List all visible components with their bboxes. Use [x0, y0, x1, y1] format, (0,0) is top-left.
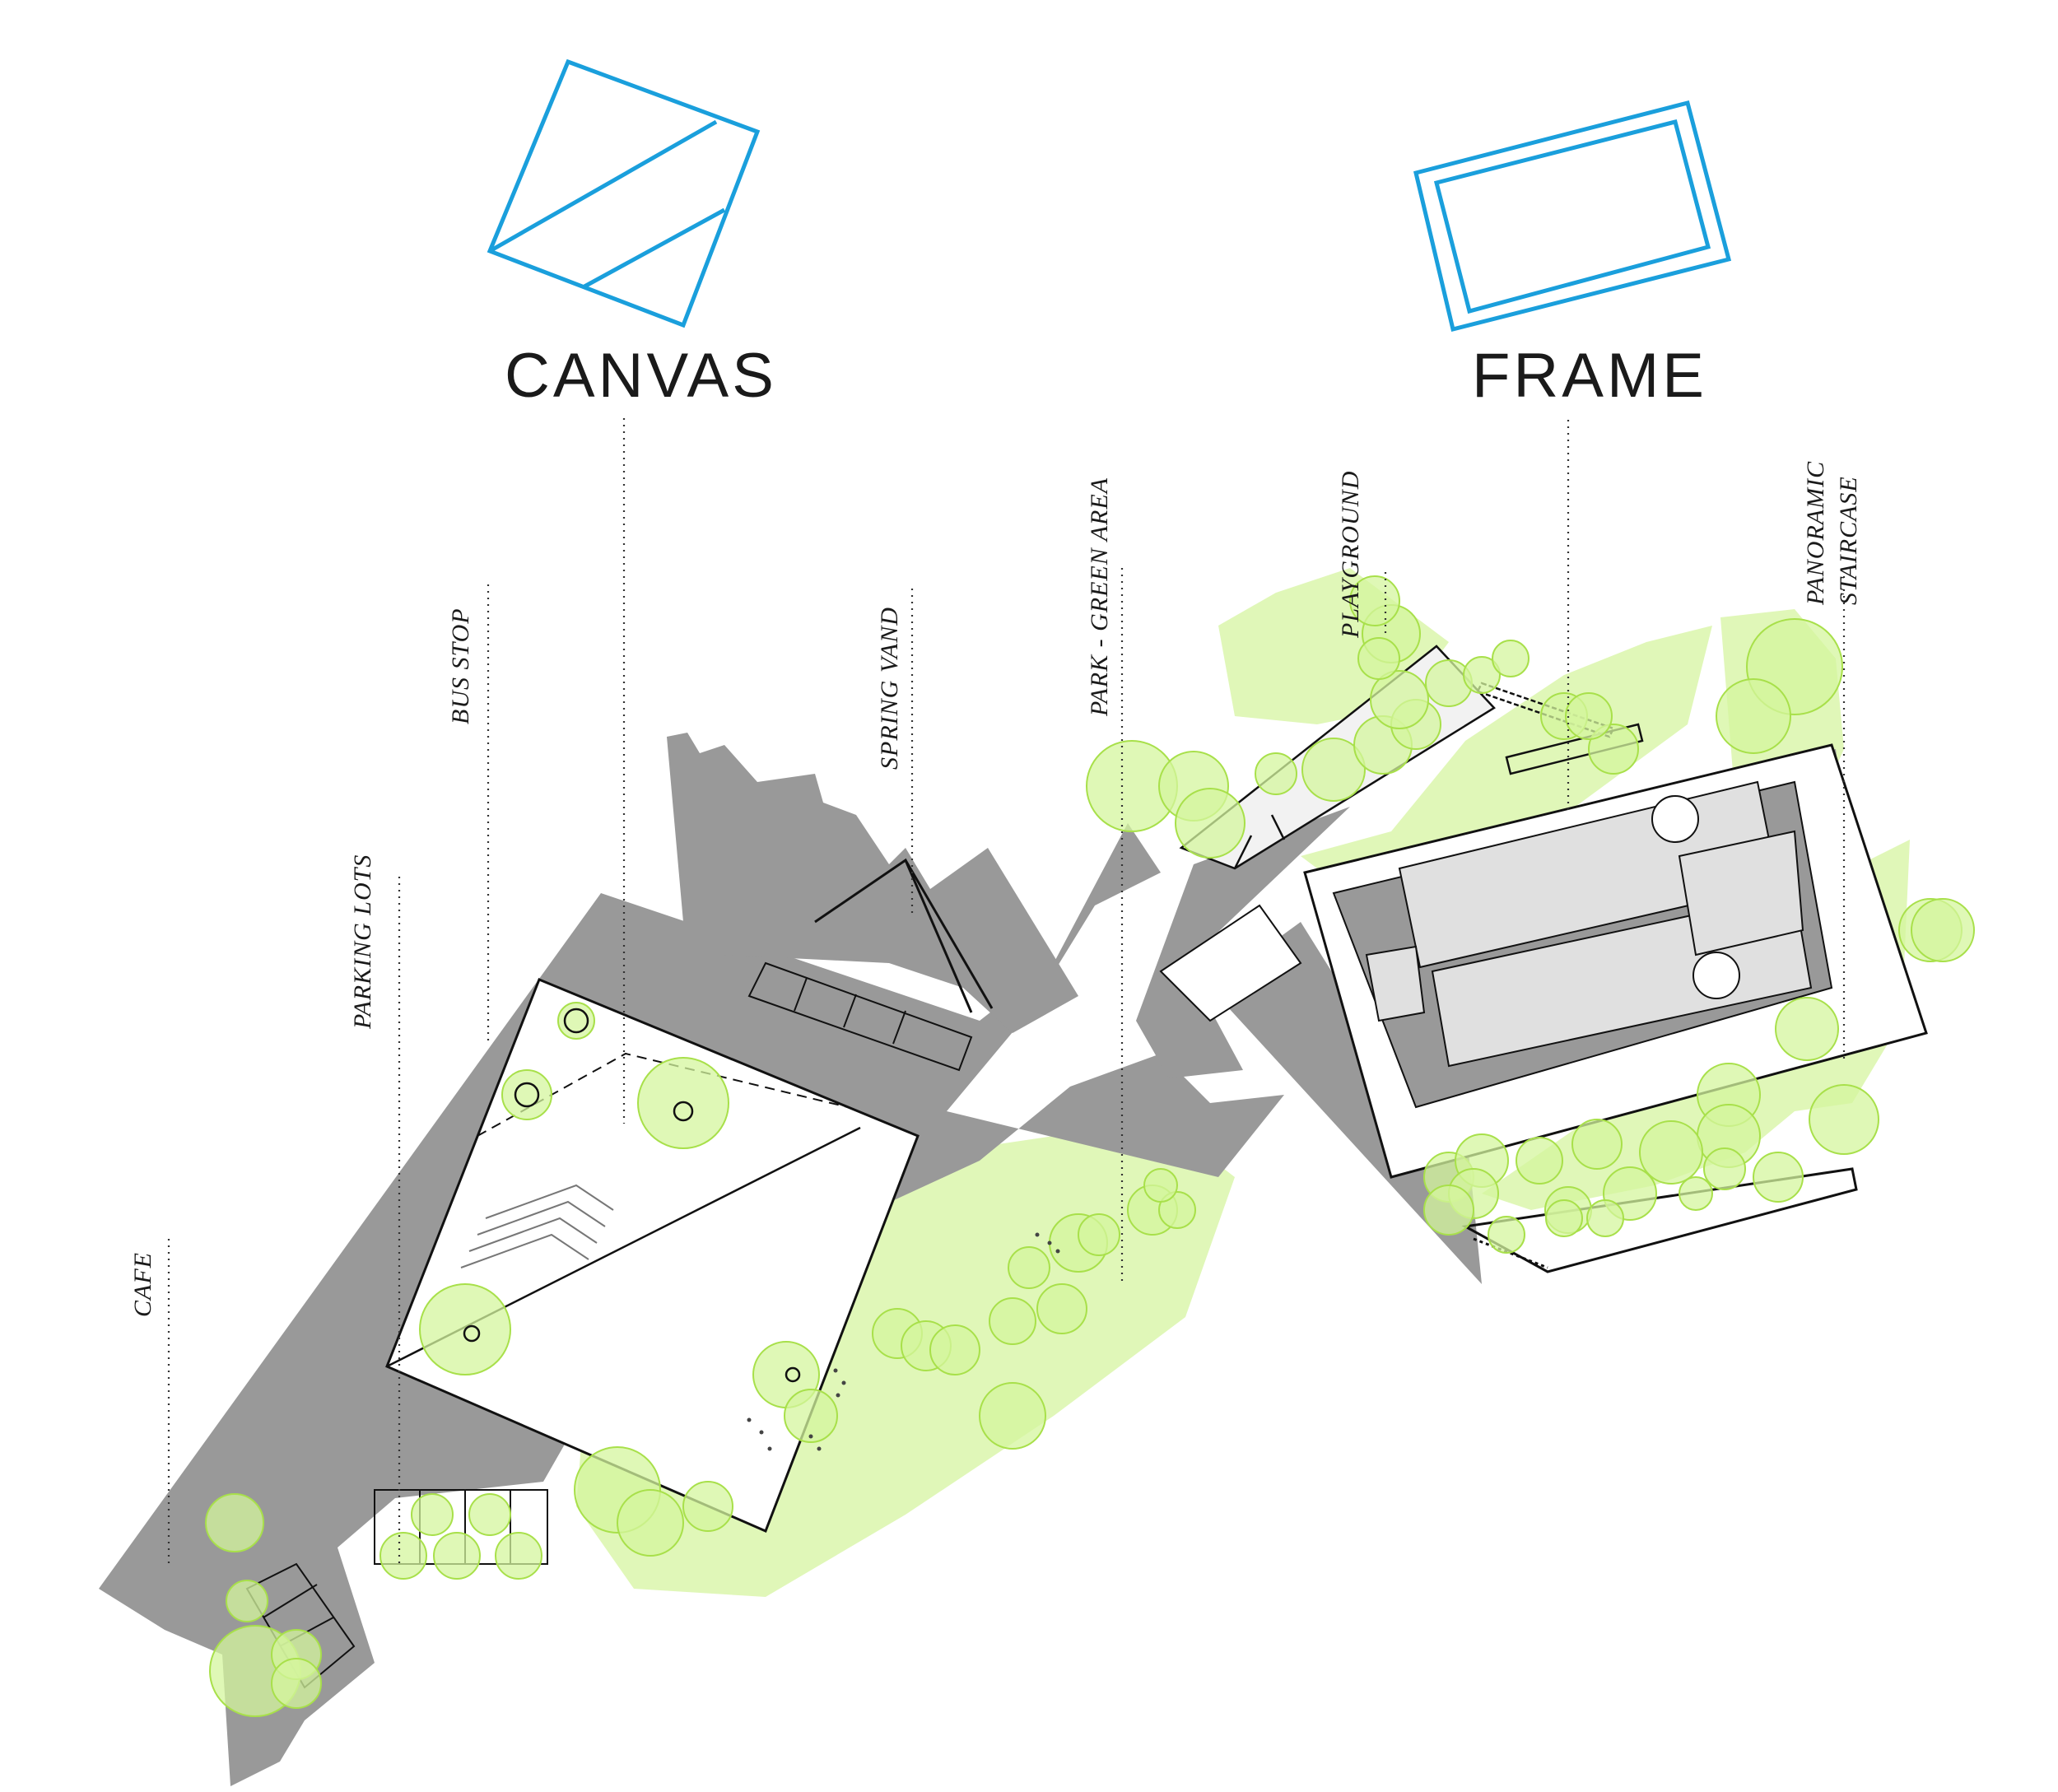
- label-parking-lots: PARKING LOTS: [349, 854, 376, 1030]
- tree-centers: [463, 1008, 801, 1383]
- frame-icon: [1413, 100, 1732, 333]
- trees: [205, 575, 1975, 1717]
- label-spring-vand: SPRING VAND: [876, 607, 903, 770]
- canvas-icon: [487, 58, 761, 328]
- label-cafe: CAFE: [129, 1252, 156, 1317]
- frame-building: [1159, 743, 1928, 1179]
- shrub-dots: [747, 1232, 1060, 1451]
- canvas-title: CANVAS: [505, 341, 777, 411]
- label-panoramic: PANORAMIC: [1802, 461, 1829, 606]
- label-staircase: STAIRCASE: [1835, 476, 1862, 605]
- label-park-green-area: PARK - GREEN AREA: [1086, 477, 1113, 717]
- leader-lines: [167, 418, 1846, 1564]
- label-playground: PLAYGROUND: [1337, 471, 1364, 639]
- label-bus-stop: BUS STOP: [447, 607, 474, 724]
- spring-vand-outline: [814, 858, 994, 1013]
- frame-title: FRAME: [1472, 341, 1707, 411]
